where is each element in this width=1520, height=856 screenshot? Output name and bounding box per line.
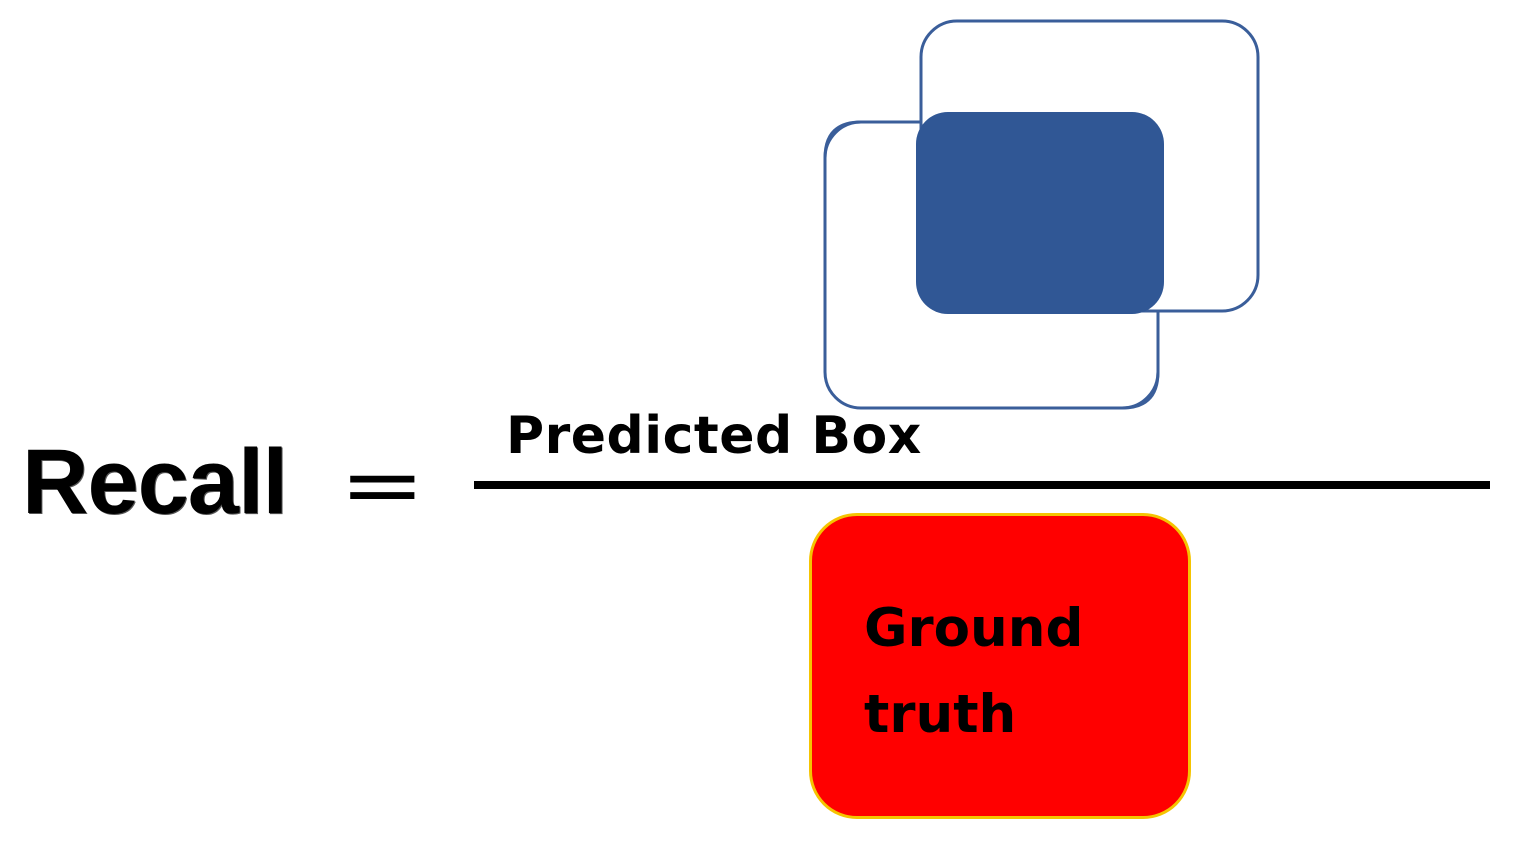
recall-term: Recall (22, 431, 288, 533)
equals-sign: = (339, 438, 426, 533)
predicted-box-bottom-right-edge (900, 311, 1160, 410)
predicted-box-label: Predicted Box (506, 406, 922, 466)
fraction-bar (474, 481, 1490, 489)
ground-truth-label-line-1: Ground (864, 598, 1084, 659)
predicted-box-top-left-edge (823, 120, 921, 200)
ground-truth-box: Ground truth (809, 513, 1191, 819)
intersection-area (916, 112, 1164, 314)
ground-truth-label-line-2: truth (864, 684, 1017, 745)
